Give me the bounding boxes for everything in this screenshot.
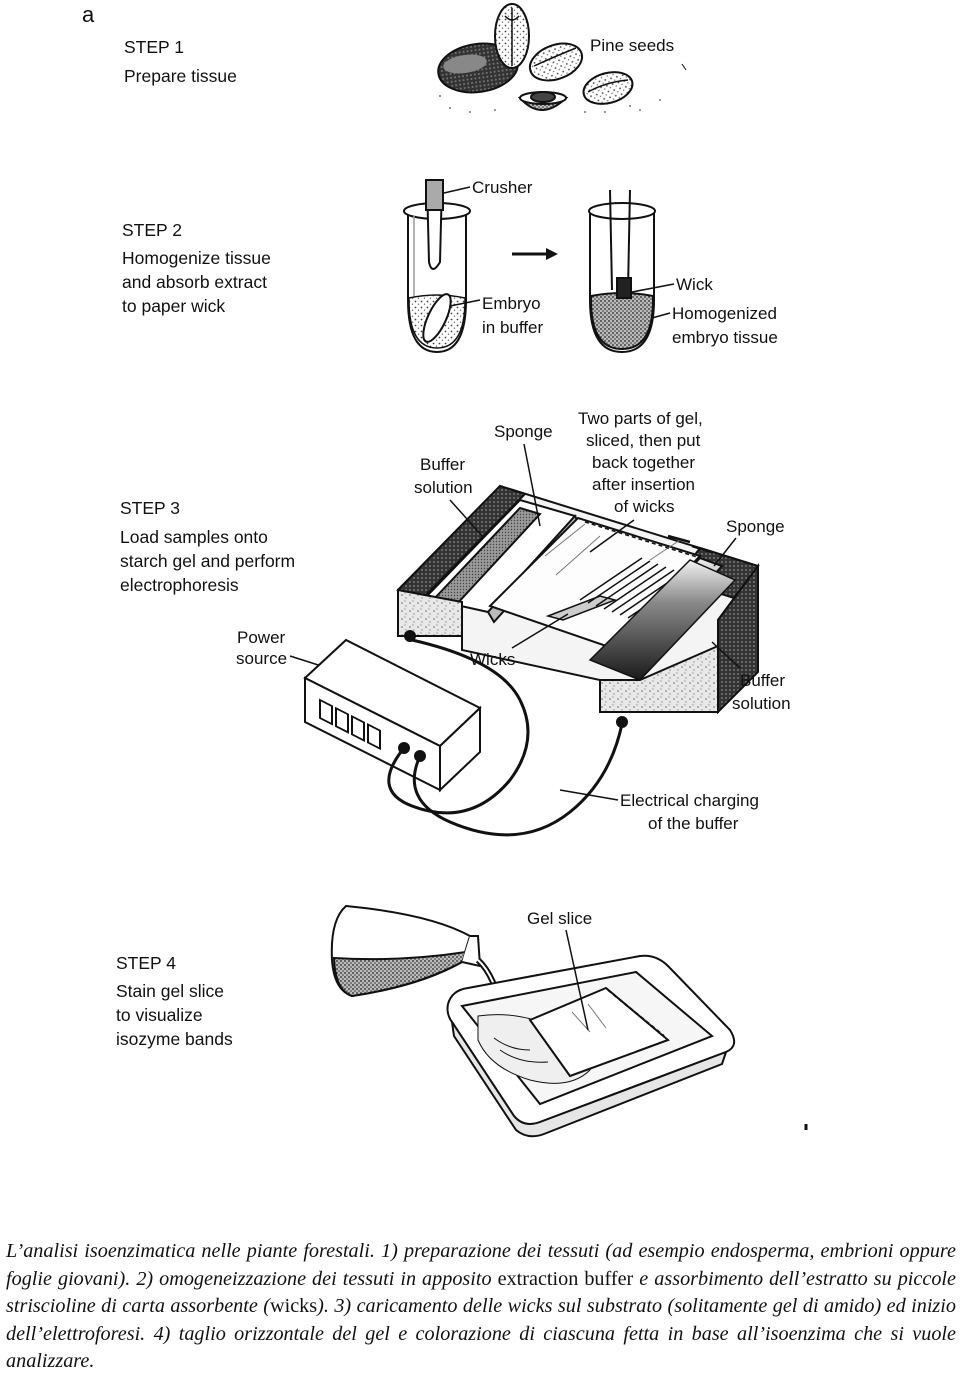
step-4-line-2: to visualize xyxy=(116,1005,203,1025)
wicks-comb xyxy=(545,557,691,621)
two-parts-gel-line-3: back together xyxy=(592,453,695,472)
wick-leader xyxy=(631,283,675,293)
step-2-line-1: Homogenize tissue xyxy=(122,248,271,268)
pine-seeds-label: Pine seeds xyxy=(590,36,674,55)
electrical-charging-label-2: of the buffer xyxy=(648,814,739,833)
wick-label: Wick xyxy=(676,275,713,294)
buffer-solution-right-label-1: Buffer xyxy=(740,671,785,690)
step-1-text: STEP 1 Prepare tissue xyxy=(124,37,237,86)
caption-part-1: L’analisi isoenzimatica nelle piante for… xyxy=(6,1240,956,1290)
test-tube-right xyxy=(588,189,656,354)
step-1-line-1: Prepare tissue xyxy=(124,66,237,86)
staining-tray xyxy=(446,954,736,1138)
step-4-line-3: isozyme bands xyxy=(116,1029,233,1049)
embryo-in-buffer-label-1: Embryo xyxy=(482,294,541,313)
two-parts-gel-line-4: after insertion xyxy=(592,475,695,494)
step-3-number: STEP 3 xyxy=(120,498,180,518)
wicks-label: Wicks xyxy=(470,650,515,669)
step-4-number: STEP 4 xyxy=(116,953,176,973)
buffer-solution-right-leader xyxy=(711,641,741,669)
step-3-text: STEP 3 Load samples onto starch gel and … xyxy=(120,498,295,595)
step-3-line-2: starch gel and perform xyxy=(120,551,295,571)
sponge-top-label: Sponge xyxy=(494,422,553,441)
embryo-in-buffer-label-2: in buffer xyxy=(482,318,543,337)
step-2-arrowhead xyxy=(546,248,558,260)
electrophoresis-tray xyxy=(396,484,760,728)
pouring-flask xyxy=(330,904,482,998)
step-1-number: STEP 1 xyxy=(124,37,184,57)
caption-part-3: e assorbimento dell’estratto su piccole … xyxy=(6,1267,957,1318)
power-source-label-2: source xyxy=(236,649,287,668)
embryo-leader xyxy=(449,299,481,307)
homogenized-label-1: Homogenized xyxy=(672,304,777,323)
power-source-label-1: Power xyxy=(237,628,286,647)
electrophoresis-figure: a STEP 1 Prepare tissue Pine seeds ST xyxy=(82,2,808,1138)
step-4-text: STEP 4 Stain gel slice to visualize isoz… xyxy=(116,953,233,1049)
step-2-text: STEP 2 Homogenize tissue and absorb extr… xyxy=(122,220,271,316)
cable-right xyxy=(412,723,624,837)
two-parts-gel-line-2: sliced, then put xyxy=(586,431,701,450)
caption-part-5: ). 3) caricamento delle xyxy=(317,1295,508,1318)
step-2-line-3: to paper wick xyxy=(122,296,225,316)
two-parts-gel-line-1: Two parts of gel, xyxy=(578,409,703,428)
homogenized-label-2: embryo tissue xyxy=(672,328,778,347)
sponge-right-arrows xyxy=(667,534,713,554)
buffer-solution-left-label-1: Buffer xyxy=(420,455,465,474)
crusher-leader xyxy=(443,186,471,194)
crusher-label: Crusher xyxy=(472,178,533,197)
two-parts-gel-line-5: of wicks xyxy=(614,497,674,516)
caption-part-7: sul substrato (solitamente gel di amido)… xyxy=(6,1295,956,1373)
sponge-right-leader xyxy=(713,537,737,567)
step-4-line-1: Stain gel slice xyxy=(116,981,224,1001)
sponge-right-label: Sponge xyxy=(726,517,785,536)
step-2-line-2: and absorb extract xyxy=(122,272,267,292)
caption-part-2: extraction buffer xyxy=(497,1267,634,1290)
caption-part-4: wicks xyxy=(270,1295,318,1318)
figure-caption: L’analisi isoenzimatica nelle piante for… xyxy=(6,1238,956,1376)
two-parts-gel-label: Two parts of gel, sliced, then put back … xyxy=(578,409,703,516)
electrical-charging-label-1: Electrical charging xyxy=(620,791,759,810)
electrical-charging-leader xyxy=(559,789,619,801)
step-3-line-1: Load samples onto xyxy=(120,527,268,547)
step-2-number: STEP 2 xyxy=(122,220,182,240)
sponge-top-leader xyxy=(523,443,541,527)
caption-part-6: wicks xyxy=(507,1295,553,1318)
step-3-line-3: electrophoresis xyxy=(120,575,239,595)
gel-slice-leader xyxy=(565,929,589,1031)
two-parts-gel-leader xyxy=(589,519,635,553)
wicks-leader xyxy=(511,613,569,649)
pine-seeds-illustration xyxy=(437,3,687,113)
power-source-box xyxy=(303,638,482,793)
buffer-solution-left-label-2: solution xyxy=(414,478,473,497)
buffer-solution-left-leader xyxy=(449,499,485,539)
buffer-solution-right-label-2: solution xyxy=(732,694,791,713)
test-tube-left xyxy=(403,179,471,354)
homogenized-leader xyxy=(651,312,671,319)
panel-label: a xyxy=(82,2,95,27)
gel-slice-label: Gel slice xyxy=(527,909,592,928)
cable-left xyxy=(387,638,530,815)
